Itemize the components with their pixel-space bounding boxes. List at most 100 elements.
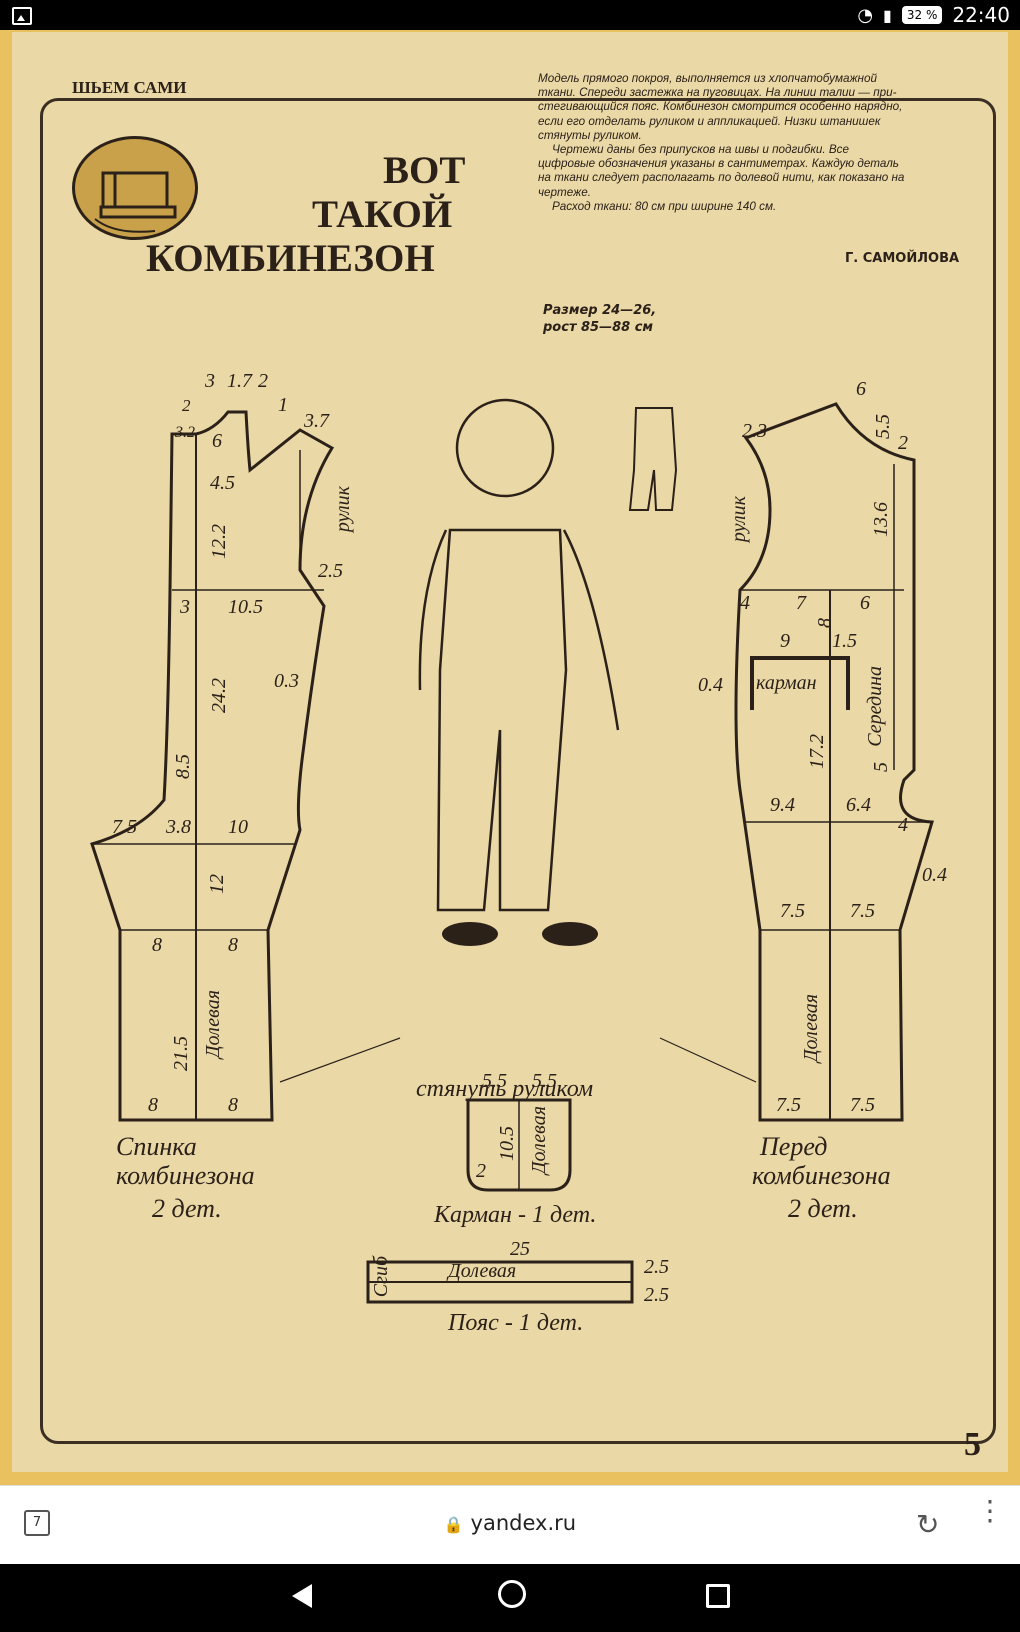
back-caption: Спинка комбинезона 2 дет. <box>116 1132 255 1223</box>
back-m105: 10.5 <box>228 596 263 618</box>
back-m1: 1 <box>278 394 288 416</box>
sim-alert-icon: ▮ <box>883 5 892 25</box>
gallery-notification-icon <box>12 7 32 25</box>
desc-line: Расход ткани: 80 см при ширине 140 см. <box>552 199 777 213</box>
front-m75d: 7.5 <box>850 1094 875 1116</box>
back-grain-label: Долевая <box>202 990 224 1059</box>
pocket-w1: 5.5 <box>482 1070 507 1092</box>
back-m12: 12 <box>206 874 228 894</box>
front-pocket-mark <box>750 656 850 710</box>
front-m75b: 7.5 <box>850 900 875 922</box>
pocket-grain-label: Долевая <box>528 1106 550 1175</box>
desc-line: чертеже. <box>538 185 591 199</box>
size-info: Размер 24—26, рост 85—88 см <box>543 302 656 336</box>
back-caption-line: 2 дет. <box>152 1194 222 1223</box>
belt-fold-label: Сгиб <box>370 1256 392 1298</box>
back-m10: 10 <box>228 816 248 838</box>
lock-icon: 🔒 <box>443 1515 464 1534</box>
desc-line: цифровые обозначения указаны в сантиметр… <box>538 157 899 171</box>
battery-indicator: 32 % <box>901 6 943 24</box>
pocket-piece-outline <box>466 1098 572 1192</box>
back-top-2: 2 <box>258 370 268 392</box>
back-caption-line: комбинезона <box>116 1161 255 1190</box>
front-side-label: рулик <box>728 496 750 543</box>
page-frame <box>40 98 996 1444</box>
front-m64: 6.4 <box>846 794 871 816</box>
back-m03: 0.3 <box>274 670 299 692</box>
browser-bottom-bar: 7 🔒 yandex.ru ↻ ⋮ <box>0 1485 1020 1565</box>
back-caption-line: Спинка <box>116 1132 197 1161</box>
front-m4: 4 <box>740 592 750 614</box>
desc-line: Чертежи даны без припусков на швы и подг… <box>552 143 849 157</box>
status-icons: ◔ ▮ 32 % 22:40 <box>857 3 1010 27</box>
front-caption-line: Перед <box>760 1132 828 1161</box>
back-top-3: 3 <box>205 370 215 392</box>
front-m7: 7 <box>796 592 806 614</box>
jumpsuit-thumbnail <box>628 407 678 511</box>
desc-line: если его отделать руликом и аппликацией.… <box>538 114 881 128</box>
back-top-17: 1.7 <box>227 370 252 392</box>
back-m8d: 8 <box>228 1094 238 1116</box>
back-m25: 2.5 <box>318 560 343 582</box>
pocket-w2: 5.5 <box>532 1070 557 1092</box>
pocket-r: 2 <box>476 1160 486 1182</box>
back-icon[interactable] <box>292 1584 312 1608</box>
tabs-button[interactable]: 7 <box>24 1510 50 1536</box>
front-m04b: 0.4 <box>922 864 947 886</box>
belt-length: 25 <box>510 1238 530 1260</box>
back-m45: 4.5 <box>210 472 235 494</box>
belt-h2: 2.5 <box>644 1284 669 1306</box>
front-center-label: Середина <box>864 666 886 747</box>
front-m4b: 4 <box>898 814 908 836</box>
menu-icon[interactable]: ⋮ <box>976 1494 1004 1527</box>
desc-line: стянуты руликом. <box>538 128 642 142</box>
back-m75: 7.5 <box>112 816 137 838</box>
sewing-machine-icon <box>94 171 177 233</box>
title-line-3: КОМБИНЕЗОН <box>146 237 435 280</box>
front-m2: 2 <box>898 432 908 454</box>
back-m85: 8.5 <box>172 754 194 779</box>
front-m23: 2.3 <box>742 420 767 442</box>
back-m37: 3.7 <box>304 410 329 432</box>
reload-icon[interactable]: ↻ <box>916 1508 940 1541</box>
front-m8: 8 <box>814 618 836 628</box>
back-m3: 3 <box>180 596 190 618</box>
recents-icon[interactable] <box>706 1584 730 1608</box>
author-name: Г. САМОЙЛОВА <box>845 251 960 266</box>
belt-grain-label: Долевая <box>448 1260 517 1282</box>
back-m8a: 8 <box>152 934 162 956</box>
magazine-page <box>12 32 1008 1472</box>
wifi-icon: ◔ <box>857 4 874 26</box>
address-bar[interactable]: 🔒 yandex.ru <box>380 1506 640 1540</box>
front-m5: 5 <box>870 762 892 772</box>
back-piece-outline <box>90 410 335 1122</box>
front-caption-line: комбинезона <box>752 1161 891 1190</box>
sewing-machine-logo <box>72 136 198 240</box>
front-m6top: 6 <box>856 378 866 400</box>
pocket-h: 10.5 <box>496 1126 518 1161</box>
system-nav-bar <box>0 1564 1020 1632</box>
back-m32: 3.2 <box>175 424 195 441</box>
size-range: Размер 24—26, <box>543 303 657 318</box>
back-m6: 6 <box>212 430 222 452</box>
pocket-caption: Карман - 1 дет. <box>434 1202 597 1228</box>
front-m15: 1.5 <box>832 630 857 652</box>
desc-line: стегивающийся пояс. Комбинезон смотрится… <box>538 100 903 114</box>
front-pocket-label: карман <box>756 672 817 694</box>
front-piece-outline <box>734 402 934 1122</box>
front-m75a: 7.5 <box>780 900 805 922</box>
front-m94: 9.4 <box>770 794 795 816</box>
back-m8b: 8 <box>228 934 238 956</box>
magazine-scan: ШЬЕМ САМИ ВОТ ТАКОЙ КОМБИНЕЗОН Модель пр… <box>0 30 1020 1485</box>
back-m242: 24.2 <box>208 678 230 713</box>
article-description: Модель прямого покроя, выполняется из хл… <box>538 72 974 214</box>
status-bar: ◔ ▮ 32 % 22:40 <box>0 0 1020 30</box>
draw-together-label: стянуть руликом <box>416 1076 594 1102</box>
belt-caption: Пояс - 1 дет. <box>448 1310 584 1336</box>
home-icon[interactable] <box>498 1580 526 1608</box>
tabs-count: 7 <box>32 1515 42 1530</box>
child-illustration <box>418 398 620 946</box>
back-m38: 3.8 <box>166 816 191 838</box>
rubric-label: ШЬЕМ САМИ <box>72 78 187 97</box>
front-caption: Перед комбинезона 2 дет. <box>752 1132 891 1223</box>
